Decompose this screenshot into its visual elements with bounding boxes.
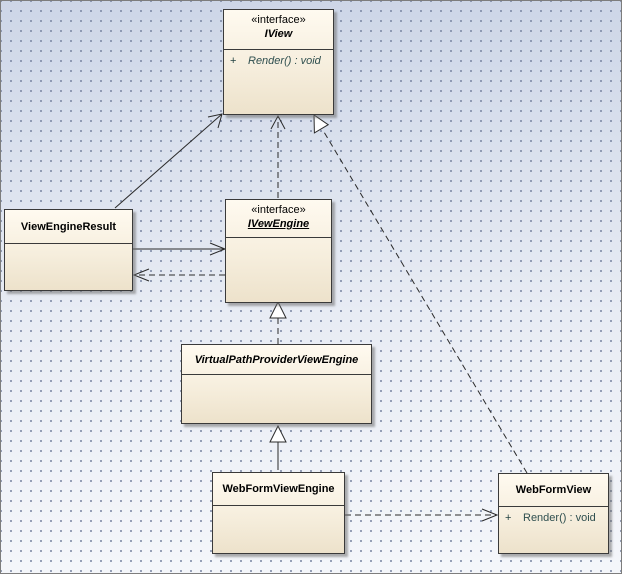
class-name: WebFormView	[515, 484, 592, 496]
dependency-arrowhead	[132, 268, 150, 282]
stereotype-label: «interface»	[251, 14, 306, 26]
class-webformviewengine[interactable]: WebFormViewEngine	[212, 472, 345, 554]
stereotype-label: «interface»	[251, 204, 306, 216]
realization-arrowhead	[313, 114, 330, 134]
class-name: WebFormViewEngine	[222, 483, 335, 495]
class-name: IVewEngine	[247, 218, 310, 230]
realization-webformview-iview	[323, 131, 528, 474]
association-viewengineresult-iview	[114, 113, 223, 209]
class-name: IView	[264, 28, 293, 40]
class-header: «interface» IView	[224, 10, 333, 50]
realization-arrowhead	[269, 300, 287, 319]
class-iview[interactable]: «interface» IView + Render() : void	[223, 9, 334, 115]
class-virtualpathproviderviewengine[interactable]: VirtualPathProviderViewEngine	[181, 344, 372, 424]
visibility-public: +	[230, 55, 237, 67]
visibility-public: +	[505, 512, 512, 524]
class-header: WebFormView	[499, 474, 608, 507]
class-header: WebFormViewEngine	[213, 473, 344, 506]
class-viewengineresult[interactable]: ViewEngineResult	[4, 209, 133, 291]
operation-render: Render() : void	[523, 512, 596, 524]
class-webformview[interactable]: WebFormView + Render() : void	[498, 473, 609, 554]
operation-render: Render() : void	[248, 55, 321, 67]
class-header: ViewEngineResult	[5, 210, 132, 244]
class-name: ViewEngineResult	[20, 220, 117, 233]
dependency-arrowhead	[270, 114, 286, 130]
dependency-arrowhead	[481, 508, 499, 522]
class-header: VirtualPathProviderViewEngine	[182, 345, 371, 375]
association-arrowhead	[207, 113, 223, 129]
generalization-arrowhead	[269, 424, 287, 443]
class-header: «interface» IVewEngine	[226, 200, 331, 238]
class-iviewengine[interactable]: «interface» IVewEngine	[225, 199, 332, 303]
class-name: VirtualPathProviderViewEngine	[194, 353, 359, 366]
